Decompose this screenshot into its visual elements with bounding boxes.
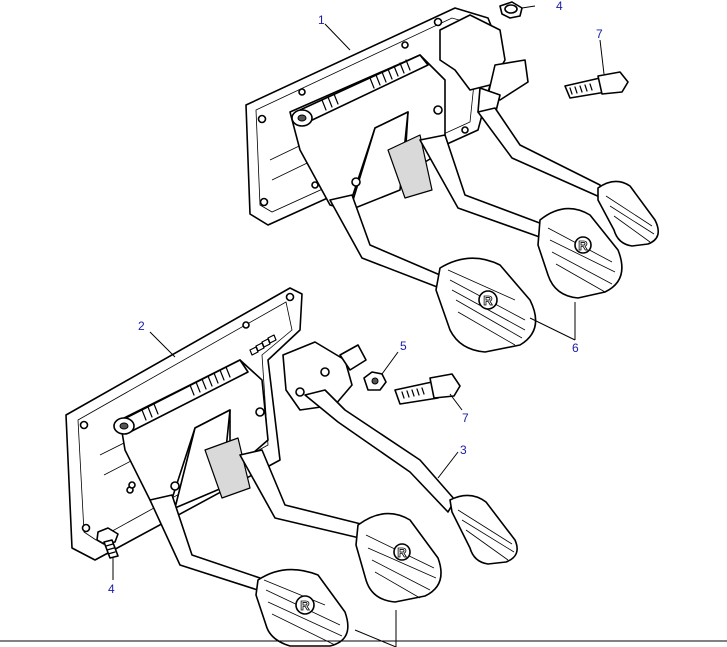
upper-bracket [289,54,469,211]
lower-pivot-shaft [113,334,277,435]
bolt-fastener-top [499,1,523,19]
pad-letter-r: R [578,238,588,253]
callout-6: 6 [572,341,579,355]
lower-pedal-pad-left: R [255,568,349,647]
upper-pedal-assembly: R R [245,7,660,353]
callout-1: 1 [318,13,325,27]
lower-pedal-pad-middle: R [355,512,442,603]
lower-pedal-assembly: R R [65,287,518,647]
callout-2: 2 [138,319,145,333]
callout-5: 5 [400,339,407,353]
pad-letter-r: R [397,545,407,560]
callout-7-top: 7 [596,27,603,41]
upper-pedal-arm-right [477,107,603,199]
callout-7-mid: 7 [462,411,469,425]
upper-master-cylinder-linkage [439,14,529,116]
nut-fastener [363,371,387,391]
upper-pedal-pad-left: R [435,257,537,353]
switch-sensor-bottom [394,373,461,405]
pad-letter-r: R [483,293,493,308]
lower-linkage-plate [282,341,367,411]
upper-pedal-pad-middle: R [537,207,623,299]
pad-letter-r: R [300,598,310,613]
upper-pedal-pad-right [597,180,660,247]
lower-pedal-arm-right [304,389,456,513]
lower-pedal-pad-right [449,494,518,565]
lower-pedal-arm-middle [239,449,369,541]
callout-4-top: 4 [556,0,563,13]
callout-3: 3 [460,443,467,457]
callout-4-bottom: 4 [108,582,115,596]
upper-pivot-shaft [291,54,429,127]
bolt-fastener-bottom [96,527,119,559]
switch-sensor-top [564,71,629,99]
lower-pedal-arm-left [149,494,265,593]
callout-leaders [112,5,605,647]
upper-pedal-arm-left [329,194,446,291]
callout-labels: 1 2 3 4 4 5 6 7 7 [108,0,603,596]
lower-bracket [119,359,269,509]
